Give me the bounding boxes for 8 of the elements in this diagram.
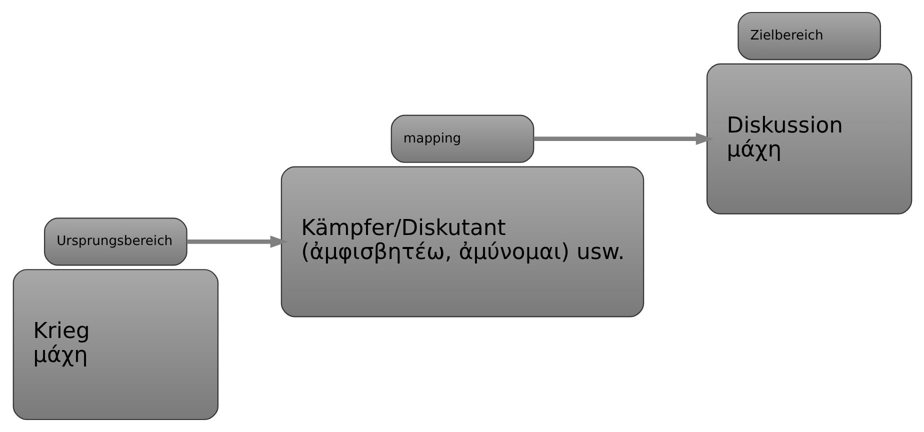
arrow (533, 132, 713, 146)
node-box: mapping (390, 114, 534, 163)
node-box: Ursprungsbereich (44, 218, 187, 266)
arrow (186, 236, 288, 248)
node-box: Kämpfer/Diskutant (ἀμφισβητέω, ἀμύνομαι) usw. (280, 166, 644, 318)
node-box: Krieg μάχη (12, 269, 218, 420)
node-box: Zielbereich (737, 12, 880, 60)
node-box: Diskussion μάχη (706, 63, 912, 214)
